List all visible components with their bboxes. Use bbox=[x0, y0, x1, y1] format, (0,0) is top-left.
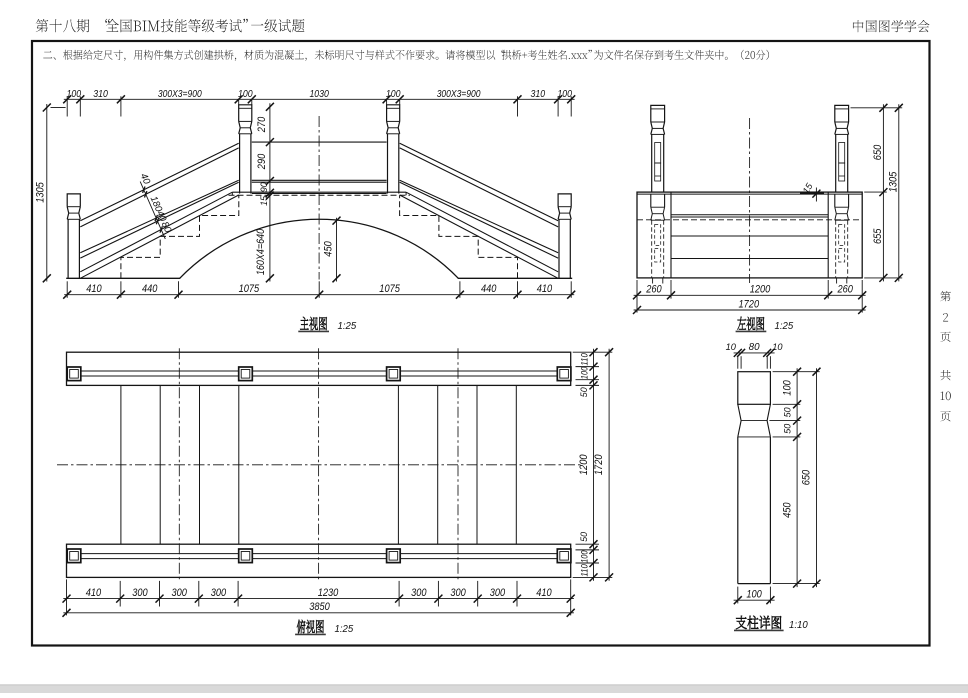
svg-text:300: 300 bbox=[132, 587, 148, 599]
svg-text:300: 300 bbox=[172, 587, 188, 599]
svg-text:440: 440 bbox=[142, 283, 158, 295]
svg-text:1305: 1305 bbox=[34, 181, 46, 202]
svg-text:260: 260 bbox=[837, 283, 854, 295]
svg-text:650: 650 bbox=[801, 469, 813, 485]
svg-text:1230: 1230 bbox=[318, 587, 339, 599]
svg-text:655: 655 bbox=[872, 228, 884, 244]
svg-text:300: 300 bbox=[411, 587, 427, 599]
svg-text:290: 290 bbox=[256, 153, 268, 170]
svg-text:410: 410 bbox=[536, 587, 552, 599]
svg-text:40: 40 bbox=[138, 172, 153, 187]
svg-text:50: 50 bbox=[579, 387, 589, 397]
svg-text:1:25: 1:25 bbox=[335, 624, 354, 635]
svg-text:50: 50 bbox=[782, 407, 792, 417]
svg-text:1075: 1075 bbox=[379, 283, 400, 295]
svg-text:1305: 1305 bbox=[887, 171, 899, 192]
svg-text:100: 100 bbox=[746, 589, 762, 601]
svg-text:10: 10 bbox=[726, 342, 737, 352]
svg-text:650: 650 bbox=[872, 144, 884, 160]
svg-text:110: 110 bbox=[580, 353, 590, 365]
svg-text:110: 110 bbox=[580, 564, 590, 576]
svg-text:300X3=900: 300X3=900 bbox=[158, 89, 202, 100]
svg-text:410: 410 bbox=[86, 587, 102, 599]
svg-text:80: 80 bbox=[749, 342, 760, 353]
svg-text:100: 100 bbox=[580, 550, 590, 562]
svg-text:100: 100 bbox=[781, 380, 793, 396]
svg-text:1200: 1200 bbox=[578, 454, 590, 475]
svg-text:100: 100 bbox=[580, 367, 590, 379]
svg-text:10: 10 bbox=[772, 342, 783, 352]
svg-text:50: 50 bbox=[782, 424, 792, 434]
svg-text:15: 15 bbox=[259, 195, 269, 206]
svg-text:300: 300 bbox=[211, 587, 227, 599]
svg-text:300: 300 bbox=[450, 587, 466, 599]
svg-text:1720: 1720 bbox=[739, 298, 760, 310]
svg-text:90: 90 bbox=[259, 182, 269, 192]
svg-text:1:10: 1:10 bbox=[789, 620, 808, 631]
svg-text:410: 410 bbox=[86, 283, 102, 295]
svg-text:1200: 1200 bbox=[750, 283, 771, 295]
svg-text:50: 50 bbox=[579, 532, 589, 542]
svg-text:1720: 1720 bbox=[593, 454, 605, 475]
svg-text:410: 410 bbox=[537, 283, 553, 295]
svg-text:300: 300 bbox=[490, 587, 506, 599]
svg-text:160X4=640: 160X4=640 bbox=[255, 228, 267, 275]
svg-text:310: 310 bbox=[531, 89, 546, 100]
svg-text:1:25: 1:25 bbox=[775, 321, 794, 332]
svg-text:260: 260 bbox=[645, 283, 662, 295]
svg-text:300X3=900: 300X3=900 bbox=[437, 89, 481, 100]
svg-text:100: 100 bbox=[67, 89, 82, 100]
svg-text:450: 450 bbox=[781, 502, 793, 518]
svg-text:1:25: 1:25 bbox=[338, 321, 357, 332]
svg-text:40: 40 bbox=[154, 209, 169, 224]
svg-text:100: 100 bbox=[238, 89, 253, 100]
svg-text:440: 440 bbox=[481, 283, 497, 295]
svg-text:100: 100 bbox=[386, 89, 401, 100]
svg-text:270: 270 bbox=[256, 116, 268, 133]
svg-text:100: 100 bbox=[557, 89, 572, 100]
svg-text:3850: 3850 bbox=[309, 601, 330, 613]
svg-text:1030: 1030 bbox=[309, 89, 329, 100]
svg-text:80: 80 bbox=[159, 220, 174, 235]
svg-text:450: 450 bbox=[323, 241, 335, 257]
svg-text:1075: 1075 bbox=[239, 283, 260, 295]
svg-text:310: 310 bbox=[93, 89, 108, 100]
